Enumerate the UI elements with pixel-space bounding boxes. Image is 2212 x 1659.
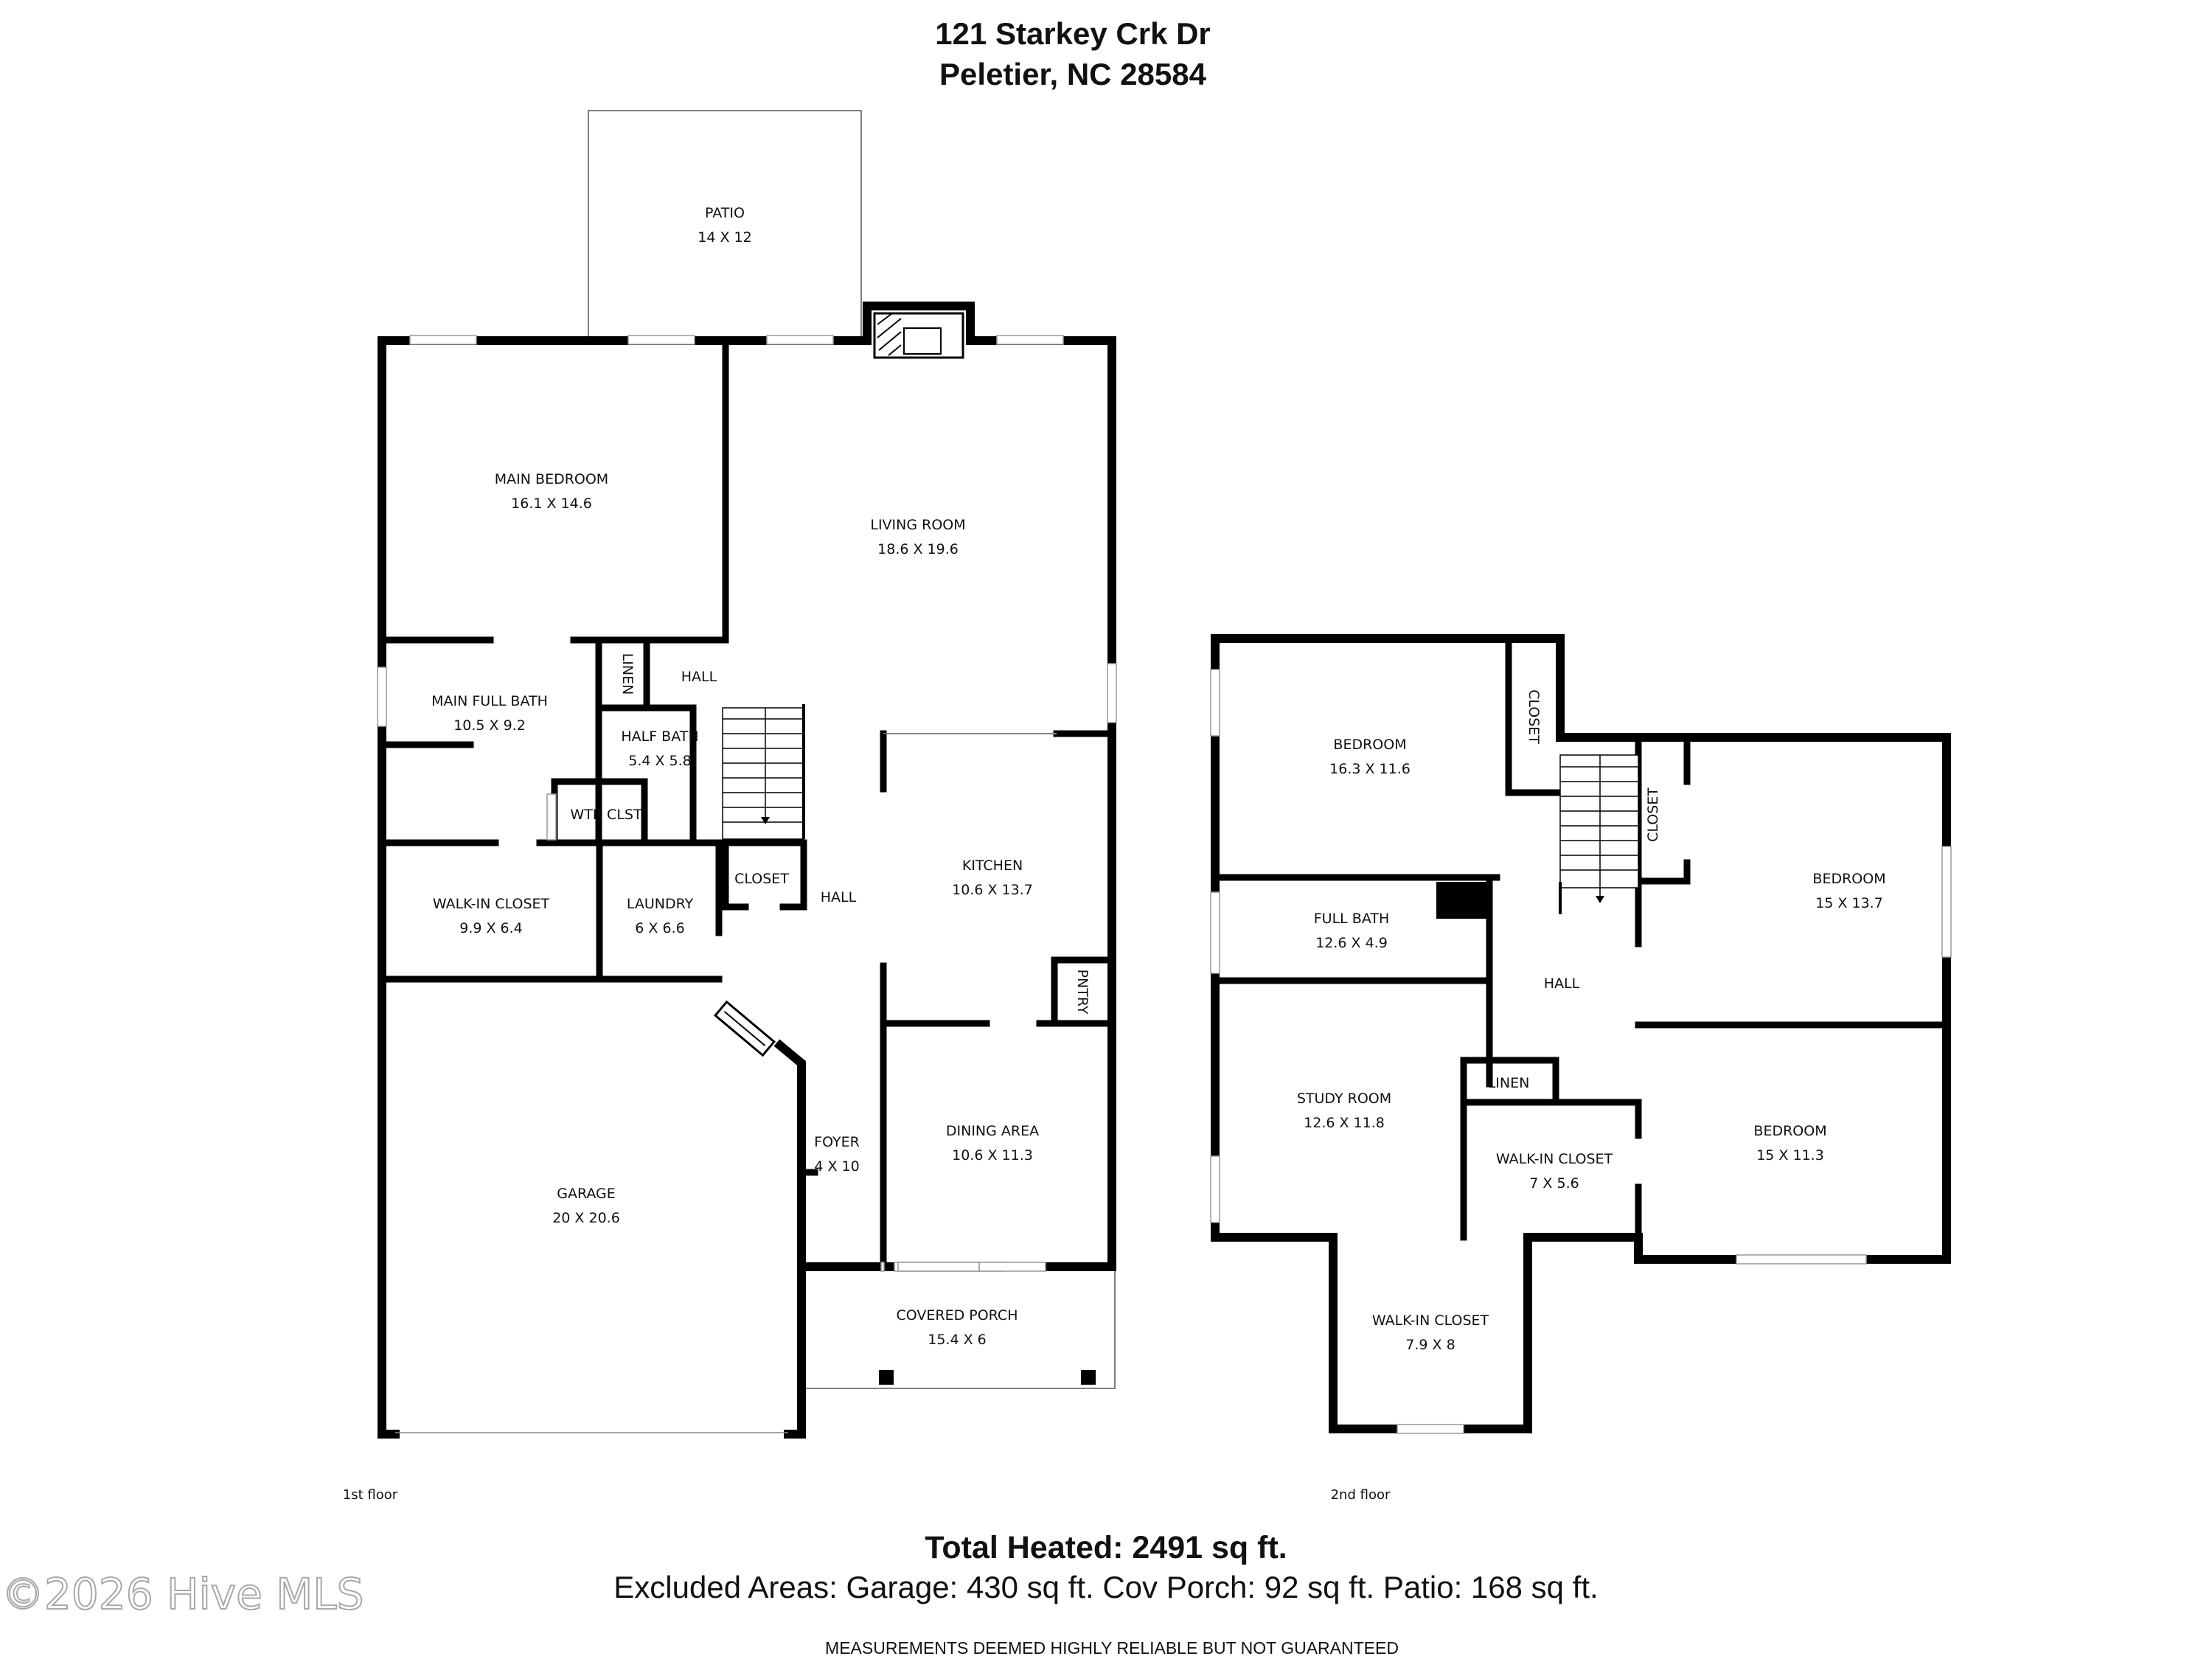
bedroom-a-name: BEDROOM	[1333, 737, 1406, 753]
bedroom-c-size: 15 X 11.3	[1756, 1147, 1824, 1164]
bedroom-a-size: 16.3 X 11.6	[1329, 761, 1411, 777]
walkin-closet-2-size: 7 X 5.6	[1529, 1175, 1579, 1192]
kitchen-size: 10.6 X 13.7	[952, 882, 1033, 898]
porch-post	[879, 1370, 894, 1385]
address-line-1: 121 Starkey Crk Dr	[935, 16, 1211, 51]
foyer-name: FOYER	[814, 1134, 860, 1150]
stairs-first-floor	[722, 704, 805, 840]
garage-steps	[713, 1000, 776, 1057]
patio-outline	[588, 110, 862, 340]
bedroom-b-size: 15 X 13.7	[1815, 895, 1883, 911]
second-floor-plan	[1210, 634, 1952, 1434]
patio-name: PATIO	[705, 205, 745, 221]
foyer-size: 4 X 10	[814, 1158, 859, 1175]
full-bath-name: FULL BATH	[1314, 911, 1390, 927]
dining-area-name: DINING AREA	[946, 1123, 1039, 1139]
closet-b-name: CLOSET	[1645, 787, 1661, 842]
closet-1-name: CLOSET	[734, 871, 789, 887]
main-bedroom-size: 16.1 X 14.6	[511, 495, 592, 512]
covered-porch-name: COVERED PORCH	[897, 1307, 1018, 1324]
first-floor-label: 1st floor	[343, 1487, 398, 1503]
windows-second-floor	[1210, 669, 1952, 1434]
garage-size: 20 X 20.6	[552, 1210, 620, 1226]
garage-name: GARAGE	[557, 1186, 616, 1202]
bedroom-b-name: BEDROOM	[1812, 871, 1885, 887]
closet-a-name: CLOSET	[1526, 689, 1542, 744]
linen-1-name: LINEN	[619, 653, 636, 695]
walkin-closet-2-name: WALK-IN CLOSET	[1496, 1151, 1613, 1167]
laundry-size: 6 X 6.6	[635, 920, 684, 936]
stairs-second-floor	[1559, 754, 1639, 914]
main-full-bath-name: MAIN FULL BATH	[431, 693, 548, 709]
laundry-name: LAUNDRY	[627, 896, 694, 912]
main-full-bath-size: 10.5 X 9.2	[453, 717, 526, 734]
bath-fixture	[1436, 882, 1489, 919]
study-room-size: 12.6 X 11.8	[1304, 1115, 1385, 1131]
bedroom-c-name: BEDROOM	[1753, 1123, 1826, 1139]
interior-walls	[378, 337, 1116, 1270]
dining-area-size: 10.6 X 11.3	[952, 1147, 1033, 1164]
patio-size: 14 X 12	[698, 229, 751, 246]
wtr-clst-name: WTR CLST	[570, 807, 642, 823]
walkin-closet-1-size: 9.9 X 6.4	[459, 920, 523, 936]
living-room-name: LIVING ROOM	[870, 517, 965, 533]
main-bedroom-name: MAIN BEDROOM	[495, 471, 608, 487]
kitchen-name: KITCHEN	[962, 858, 1023, 874]
address-line-2: Peletier, NC 28584	[939, 57, 1207, 91]
windows-first-floor	[377, 335, 1117, 1272]
pntry-name: PNTRY	[1074, 970, 1091, 1015]
walkin-closet-1-name: WALK-IN CLOSET	[433, 896, 550, 912]
covered-porch-outline	[801, 1267, 1116, 1389]
total-heated-area: Total Heated: 2491 sq ft.	[925, 1530, 1287, 1565]
first-floor-plan	[377, 110, 1117, 1439]
living-room-size: 18.6 X 19.6	[877, 541, 959, 557]
hall-3-name: HALL	[1544, 975, 1580, 992]
second-floor-label: 2nd floor	[1331, 1487, 1391, 1503]
disclaimer: MEASUREMENTS DEEMED HIGHLY RELIABLE BUT …	[825, 1638, 1399, 1658]
mls-watermark: ©2026 Hive MLS	[1, 1569, 364, 1619]
covered-porch-size: 15.4 X 6	[928, 1332, 987, 1348]
hall-2-name: HALL	[821, 889, 857, 905]
study-room-name: STUDY ROOM	[1297, 1091, 1391, 1107]
linen-2-name: LINEN	[1488, 1075, 1530, 1091]
hall-1-name: HALL	[681, 669, 717, 685]
half-bath-name: HALF BATH	[621, 728, 698, 745]
room-labels: PATIO 14 X 12 MAIN BEDROOM 16.1 X 14.6 L…	[431, 205, 1885, 1353]
porch-post	[1081, 1370, 1096, 1385]
excluded-areas: Excluded Areas: Garage: 430 sq ft. Cov P…	[613, 1570, 1598, 1604]
exterior-walls	[378, 302, 1116, 1439]
walkin-closet-3-size: 7.9 X 8	[1405, 1337, 1455, 1353]
full-bath-size: 12.6 X 4.9	[1315, 935, 1388, 951]
half-bath-size: 5.4 X 5.8	[628, 753, 692, 769]
walkin-closet-3-name: WALK-IN CLOSET	[1372, 1312, 1489, 1329]
